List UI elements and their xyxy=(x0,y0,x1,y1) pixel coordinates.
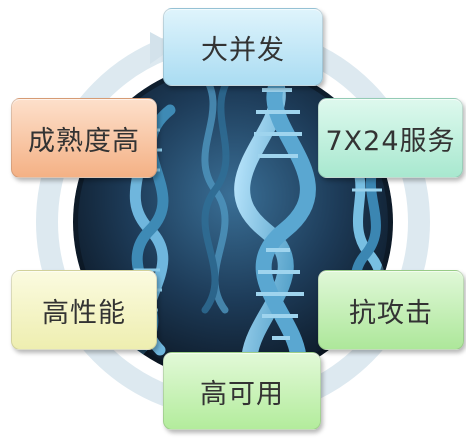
feature-box-label: 成熟度高 xyxy=(28,125,140,157)
feature-box-high-concurrency: 大并发 xyxy=(163,8,323,86)
feature-box-label: 高性能 xyxy=(42,297,126,329)
feature-box-high-performance: 高性能 xyxy=(11,270,157,350)
feature-box-high-availability: 高可用 xyxy=(163,352,321,430)
feature-box-label: 抗攻击 xyxy=(349,297,433,329)
feature-box-attack-resistance: 抗攻击 xyxy=(318,270,464,350)
feature-box-high-maturity: 成熟度高 xyxy=(11,98,157,178)
feature-box-label: 高可用 xyxy=(200,378,284,410)
feature-box-label: 7X24服务 xyxy=(325,125,456,157)
feature-box-24x7-service: 7X24服务 xyxy=(318,98,463,178)
feature-box-label: 大并发 xyxy=(201,34,285,66)
